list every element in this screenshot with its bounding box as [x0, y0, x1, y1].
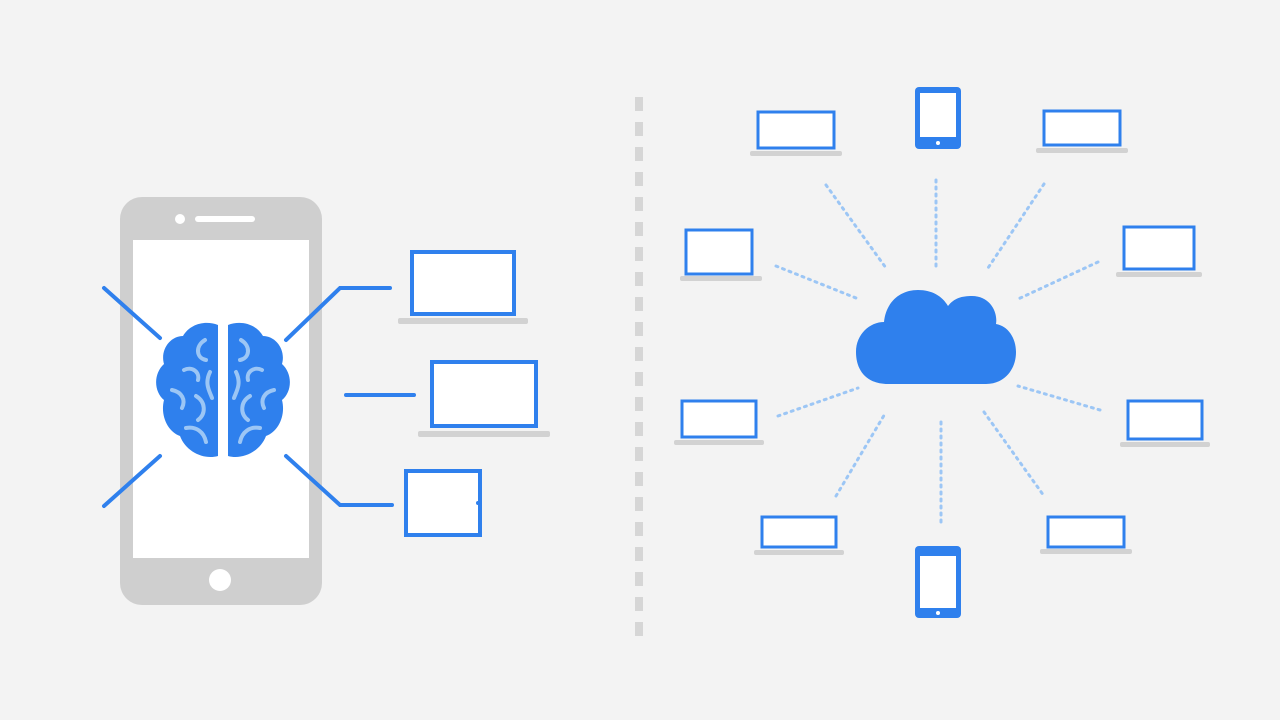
spoke-line: [776, 386, 860, 418]
spoke-line: [1014, 260, 1100, 302]
cloud-icon: [856, 290, 1016, 384]
phone-speaker: [195, 216, 255, 222]
laptop-icon: [418, 360, 550, 437]
laptop-icon: [754, 515, 844, 555]
brain-left-hemisphere: [156, 322, 218, 458]
cloud-spokes: [774, 178, 1102, 524]
connector-line: [102, 286, 162, 340]
smartphone: [120, 197, 322, 605]
brain-icon: [156, 322, 290, 458]
spoke-line: [1016, 384, 1102, 412]
laptop-icon: [398, 250, 528, 324]
phone-icon: [915, 87, 961, 149]
laptop-icon: [1040, 515, 1132, 554]
laptop-icon: [750, 110, 842, 156]
laptop-icon: [1036, 109, 1128, 153]
tablet-icon: [404, 469, 482, 537]
laptop-icon: [1116, 225, 1202, 277]
brain-connectors: [102, 286, 416, 508]
spoke-line: [986, 182, 1046, 270]
left-panel: [102, 197, 550, 605]
phone-home-button: [209, 569, 231, 591]
phone-icon: [915, 546, 961, 618]
spoke-line: [834, 410, 888, 498]
phone-camera: [175, 214, 185, 224]
spoke-line: [982, 410, 1046, 498]
connector-line: [284, 454, 394, 507]
right-panel: [674, 87, 1210, 618]
brain-right-hemisphere: [228, 322, 290, 458]
laptop-icon: [674, 399, 764, 445]
brain-folds: [170, 338, 276, 444]
spoke-line: [774, 264, 858, 300]
laptop-icon: [680, 228, 762, 281]
connector-line: [102, 454, 162, 508]
connector-line: [284, 286, 392, 342]
laptop-icon: [1120, 399, 1210, 447]
spoke-line: [824, 183, 888, 270]
